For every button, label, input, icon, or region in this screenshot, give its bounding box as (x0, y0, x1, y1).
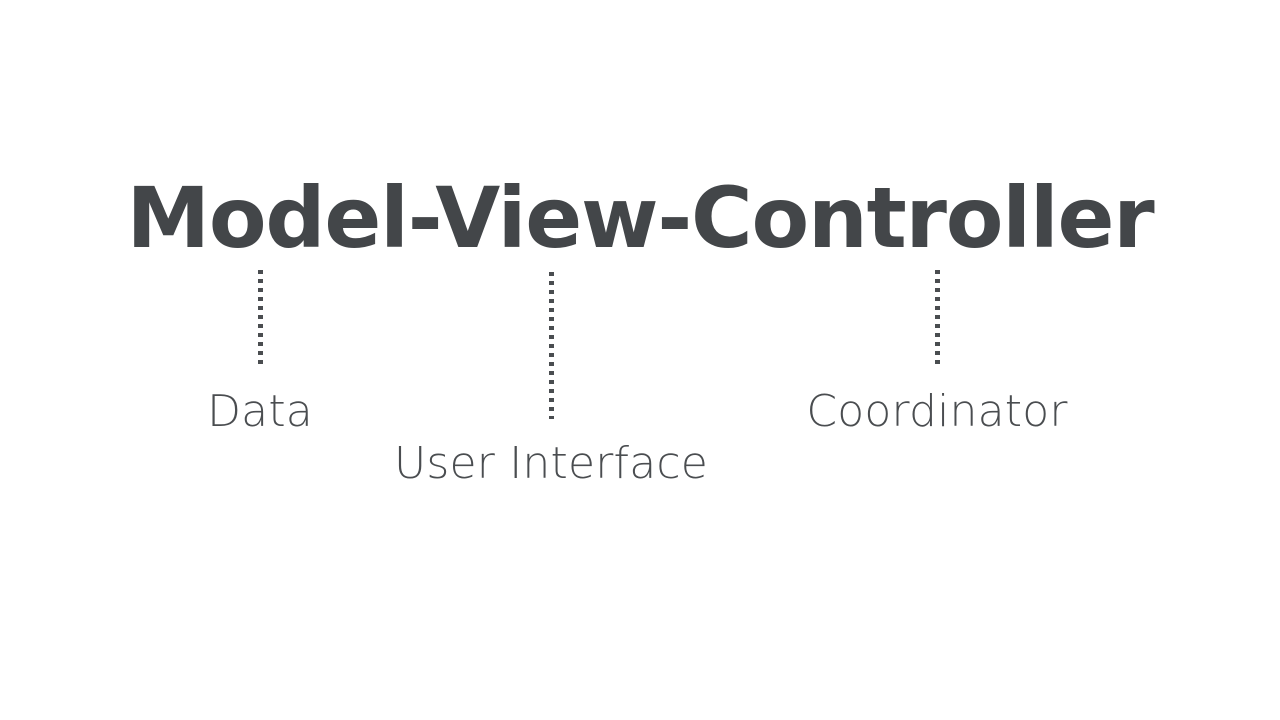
connector-line-model (258, 270, 263, 366)
branch-label-controller: Coordinator (806, 386, 1068, 437)
page-title: Model-View-Controller (126, 169, 1155, 267)
connector-line-controller (935, 270, 940, 366)
connector-line-view (549, 272, 554, 419)
branch-label-model: Data (207, 386, 313, 437)
branch-label-view: User Interface (393, 438, 709, 489)
